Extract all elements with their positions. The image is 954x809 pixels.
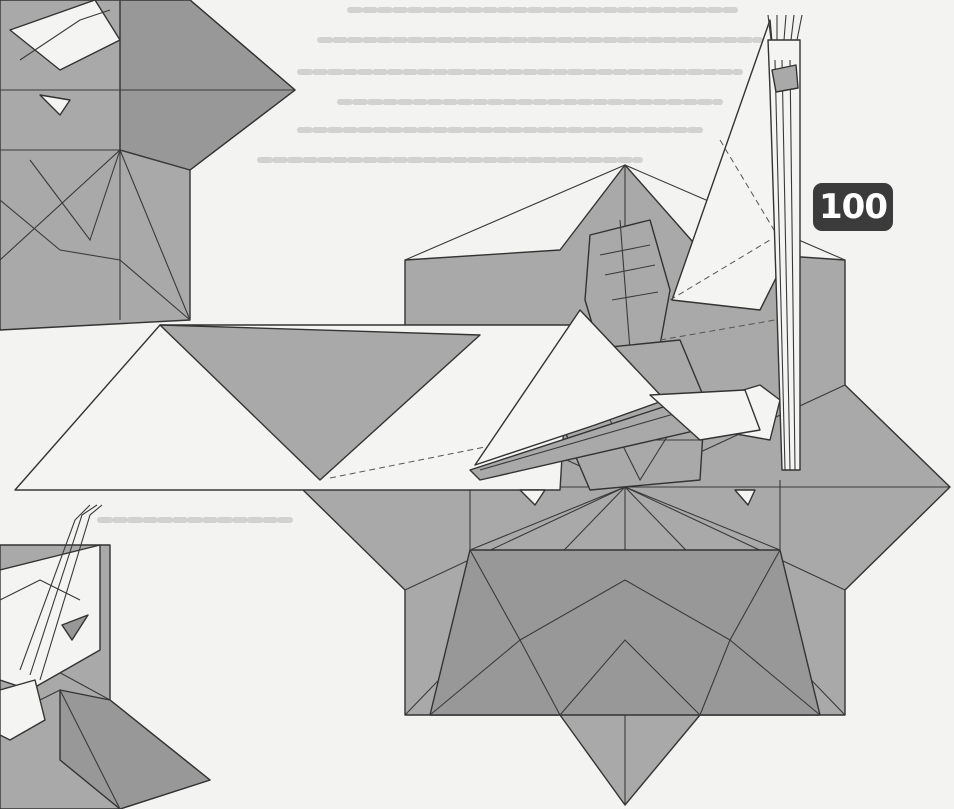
previous-step-figure: [0, 0, 295, 330]
step-number-badge: 100: [813, 183, 893, 231]
next-step-figure: [0, 505, 210, 809]
